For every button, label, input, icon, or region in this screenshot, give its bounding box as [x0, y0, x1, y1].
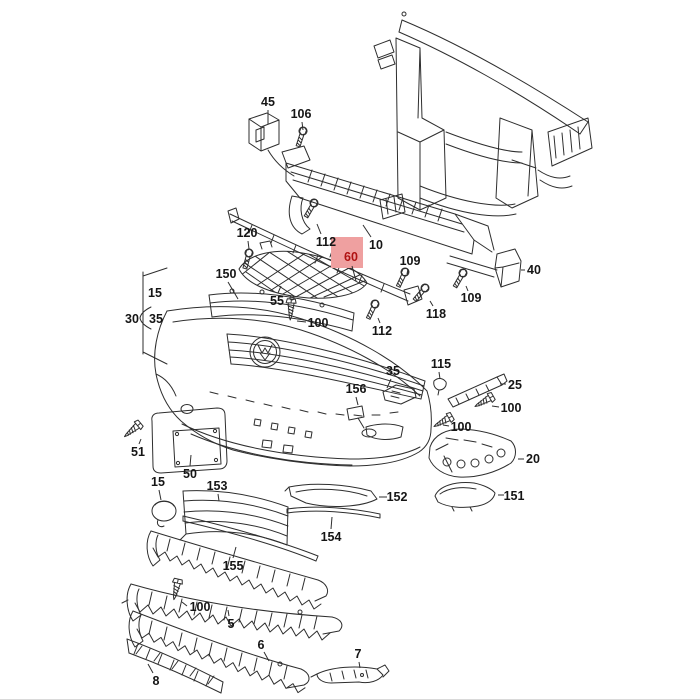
lower-grille-153-drawing	[179, 490, 289, 546]
spoiler-6-drawing	[128, 610, 310, 694]
part-label-30: 30	[125, 312, 139, 326]
bracket-7-drawing	[310, 664, 390, 684]
leader-line-120	[247, 240, 250, 250]
part-label-6: 6	[257, 638, 265, 652]
part-label-8: 8	[152, 674, 160, 688]
part-label-7: 7	[354, 647, 362, 661]
bumper-beam-drawing	[267, 145, 495, 255]
part-label-35-bracket: 35	[386, 364, 400, 378]
highlight-box	[331, 237, 363, 268]
leader-line-100-side	[442, 424, 450, 427]
plate-holder-50-drawing	[151, 407, 228, 474]
part-label-20: 20	[526, 452, 540, 466]
part-label-118: 118	[425, 307, 447, 321]
part-label-40: 40	[527, 263, 541, 277]
rail-25-drawing	[447, 373, 508, 408]
leader-line-112-bottom	[377, 317, 381, 324]
leader-line-35-bracket	[386, 378, 392, 389]
leader-line-7	[358, 661, 361, 669]
part-label-35-group: 35	[149, 312, 163, 326]
part-label-15-cap: 15	[151, 475, 165, 489]
leader-line-109-right	[465, 285, 469, 292]
leader-line-100-spoiler	[181, 601, 188, 607]
main-grille-drawing	[226, 333, 426, 400]
leader-line-100-grille	[296, 320, 307, 323]
leader-line-51	[138, 438, 142, 445]
part-label-152: 152	[386, 490, 408, 504]
radiator-support-drawing	[373, 11, 593, 220]
part-label-10: 10	[369, 238, 383, 252]
leader-line-50	[189, 454, 192, 467]
bracket-20-drawing	[428, 428, 516, 478]
leader-line-109-left	[406, 268, 409, 275]
part-label-112-bottom: 112	[371, 324, 393, 338]
bracket-45-drawing	[248, 112, 280, 152]
part-label-155: 155	[222, 559, 244, 573]
leader-line-153	[217, 493, 220, 502]
part-label-151: 151	[503, 489, 525, 503]
leader-line-6	[263, 651, 270, 662]
leader-line-5	[227, 609, 230, 617]
spoiler-upper-drawing	[146, 530, 329, 610]
part-label-15-group: 15	[148, 286, 162, 300]
part-label-109-left: 109	[399, 254, 421, 268]
leader-line-118	[429, 300, 434, 307]
part-label-25: 25	[508, 378, 522, 392]
leader-line-55	[277, 285, 282, 294]
upper-grille-150-drawing	[208, 288, 355, 332]
part-label-120: 120	[236, 226, 258, 240]
part-label-153: 153	[206, 479, 228, 493]
vw-emblem-icon	[249, 336, 281, 368]
fog-cover-151-drawing	[434, 482, 496, 512]
bracket-40-drawing	[494, 248, 522, 288]
part-label-51: 51	[131, 445, 145, 459]
part-label-100-spoiler: 100	[189, 600, 211, 614]
leader-line-112-top	[316, 223, 322, 235]
strip-8-drawing	[126, 638, 224, 694]
leader-line-154	[330, 516, 333, 530]
part-label-115: 115	[430, 357, 452, 371]
leader-line-155	[232, 546, 237, 559]
part-label-50: 50	[183, 467, 197, 481]
part-label-156: 156	[345, 382, 367, 396]
leader-line-10	[362, 224, 372, 238]
spoiler-5-drawing	[121, 583, 343, 641]
part-label-150: 150	[215, 267, 237, 281]
leader-line-60	[351, 265, 357, 282]
part-label-100-rail: 100	[500, 401, 522, 415]
leader-line-106	[301, 121, 304, 131]
part-label-100-side: 100	[450, 420, 472, 434]
fog-trim-152-drawing	[284, 483, 378, 507]
leader-line-115	[438, 371, 441, 380]
leader-line-156	[355, 396, 359, 406]
part-label-106: 106	[290, 107, 312, 121]
part-label-109-right: 109	[460, 291, 482, 305]
strip-154-drawing	[286, 506, 381, 519]
part-label-45: 45	[261, 95, 275, 109]
leader-line-15-cap	[158, 489, 162, 501]
bumper-cover-drawing	[154, 306, 432, 467]
leader-line-150	[227, 281, 239, 300]
part-label-55: 55	[270, 294, 284, 308]
strip-155-drawing	[182, 515, 319, 562]
side-bracket-35-drawing	[382, 384, 417, 405]
part-label-5: 5	[227, 617, 235, 631]
part-label-112-top: 112	[315, 235, 337, 249]
part-label-60: 60	[344, 250, 358, 264]
part-label-100-grille: 100	[307, 316, 329, 330]
leader-line-8	[147, 663, 154, 674]
part-label-154: 154	[320, 530, 342, 544]
leader-line-100-rail	[491, 405, 500, 408]
tow-cap-15-drawing	[151, 500, 177, 528]
